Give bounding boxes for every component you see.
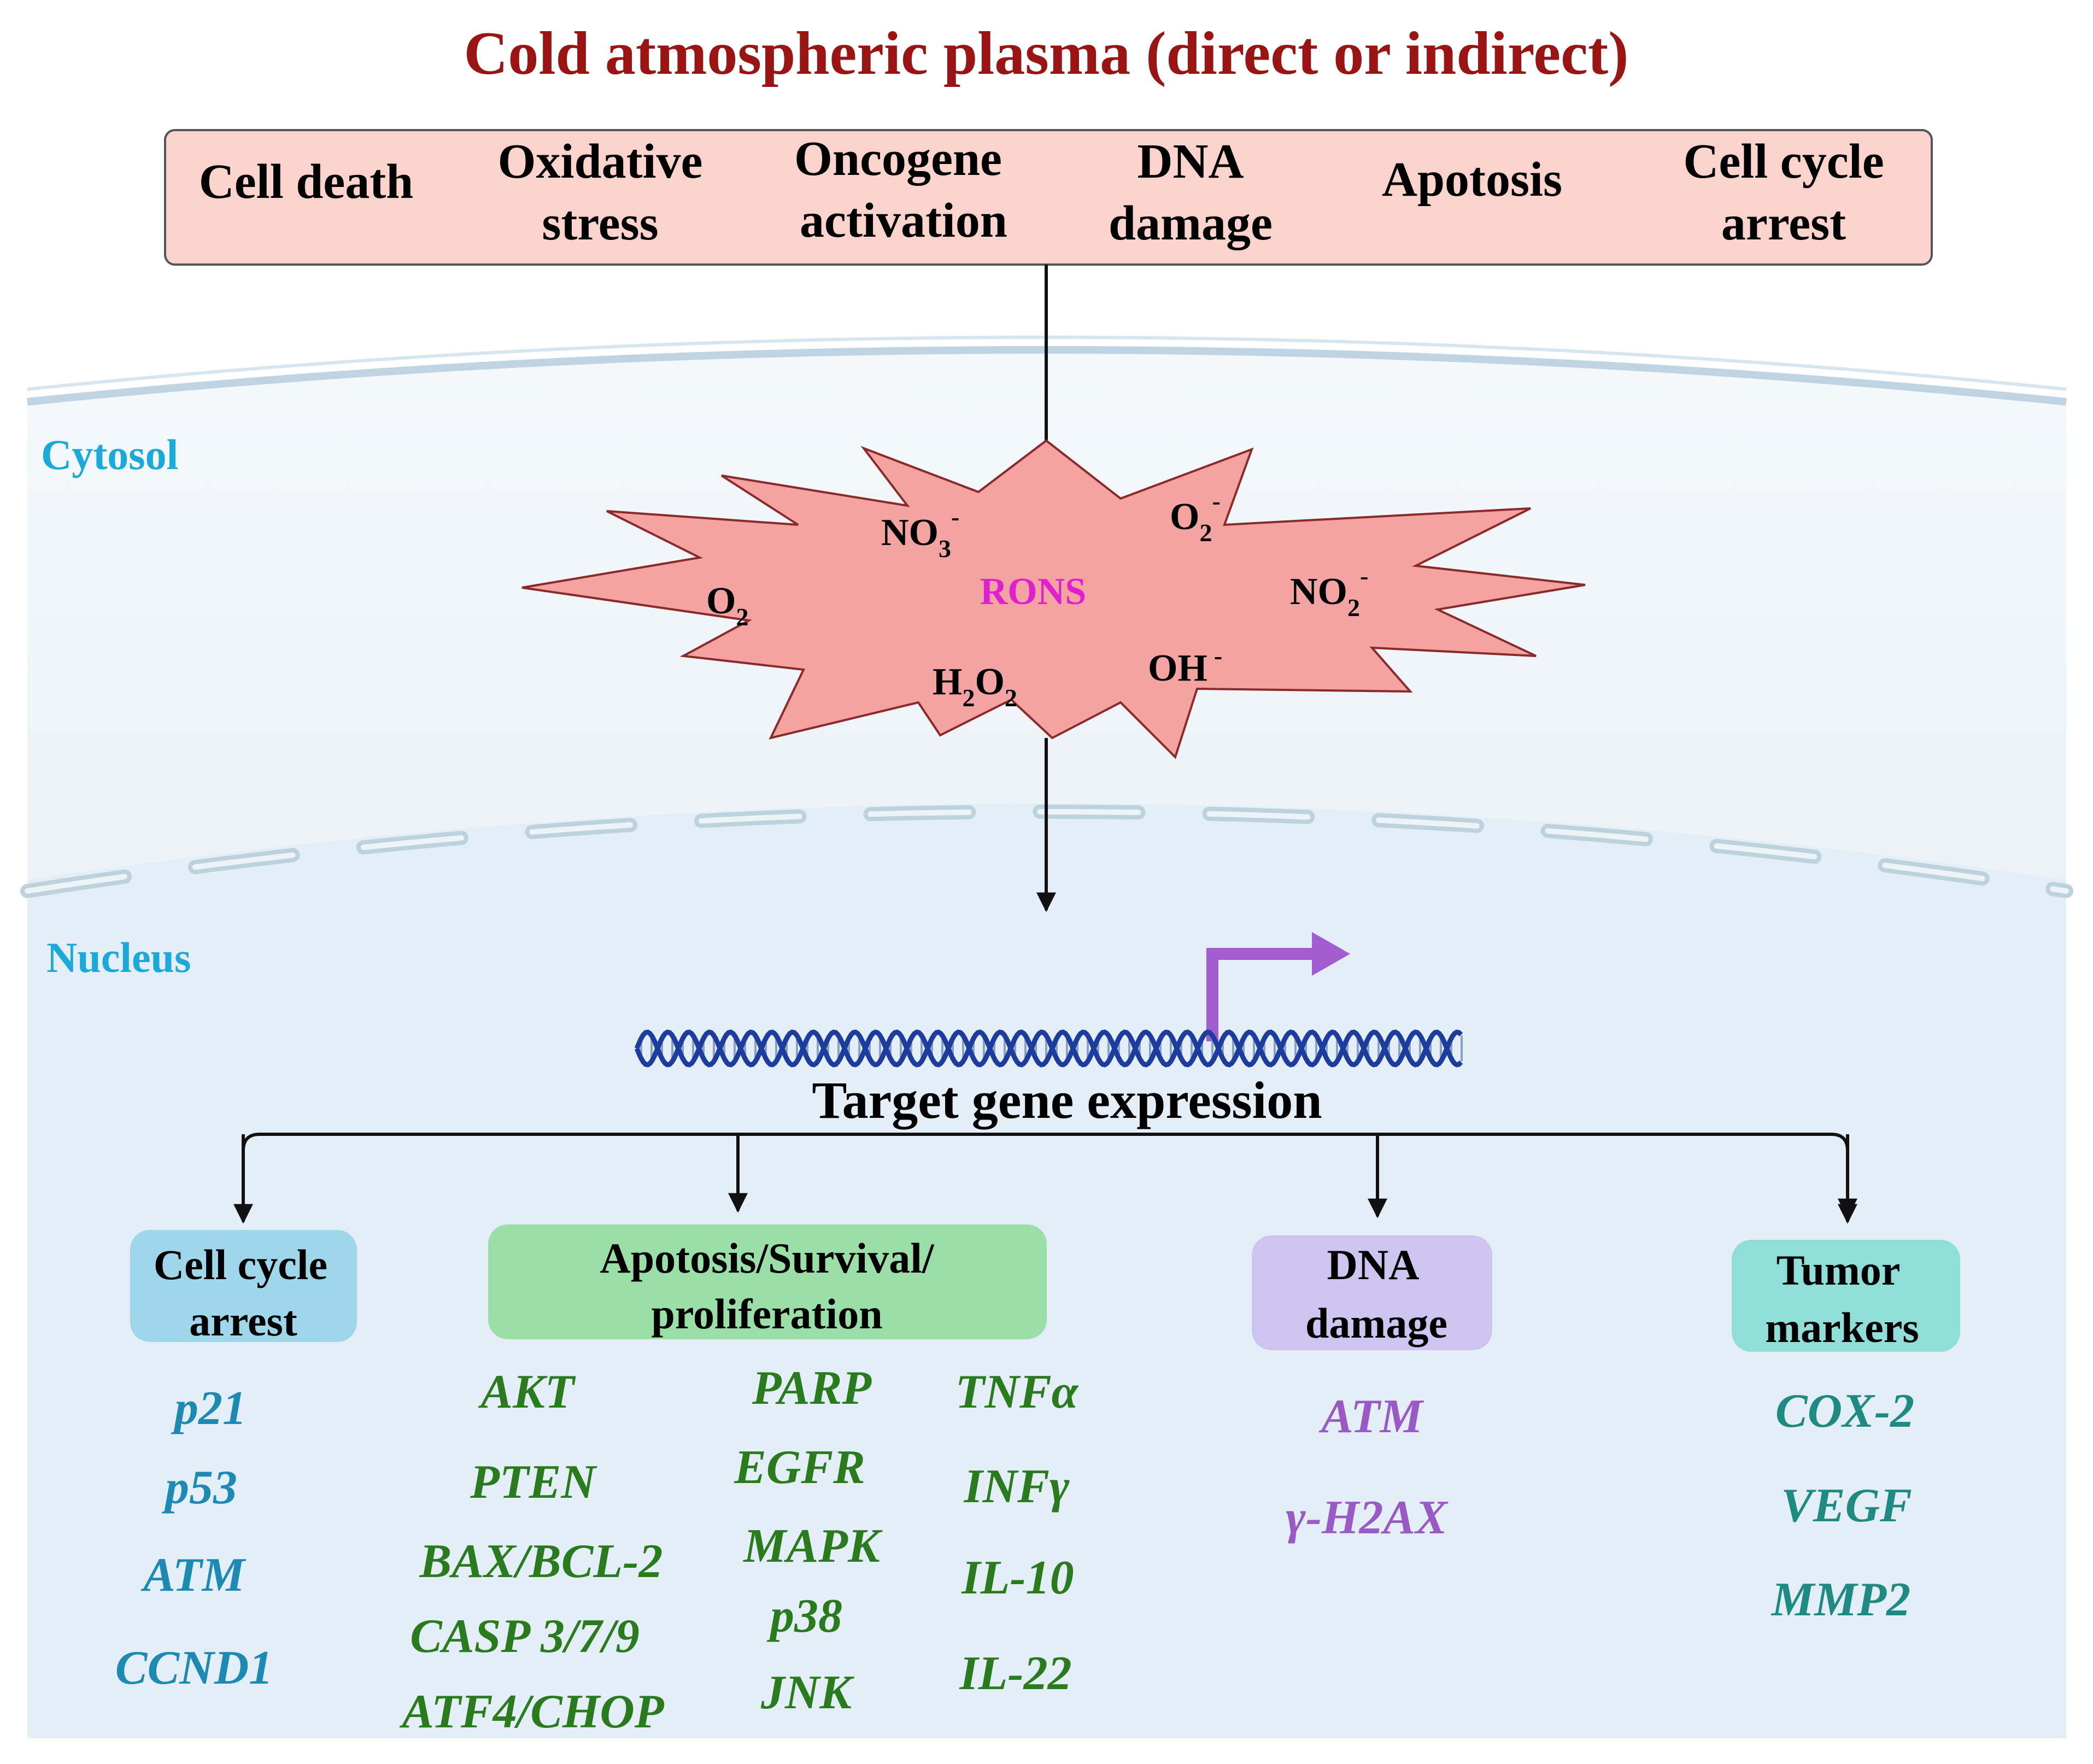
cell-cycle-box (130, 1230, 357, 1342)
gene-vegf: VEGF (1781, 1479, 1912, 1532)
tumor-markers-box (1732, 1240, 1960, 1352)
gene-pten: PTEN (470, 1456, 597, 1509)
dna-strand-1 (634, 1029, 1463, 1068)
species-oh-minus: OH- (1148, 642, 1222, 689)
effect-apotosis: Apotosis (1382, 153, 1562, 207)
gene-jnk: JNK (760, 1666, 855, 1719)
rons-label: RONS (980, 571, 1086, 613)
cell-cycle-title-2: arrest (189, 1297, 297, 1345)
gene-parp: PARP (752, 1362, 872, 1415)
effect-arrest: arrest (1721, 196, 1846, 250)
apoptosis-genes-col2: PARP EGFR MAPK p38 JNK (734, 1362, 883, 1719)
nucleus-label: Nucleus (46, 934, 191, 981)
effects-box (164, 129, 1933, 266)
tumor-marker-genes: COX-2 VEGF MMP2 (1770, 1385, 1914, 1626)
gene-mapk: MAPK (742, 1520, 883, 1573)
gene-cox2: COX-2 (1775, 1385, 1914, 1438)
target-gene-label: Target gene expression (812, 1071, 1322, 1129)
effect-cell-cycle: Cell cycle (1683, 134, 1884, 189)
gene-egfr: EGFR (734, 1441, 865, 1494)
effect-damage: damage (1109, 196, 1273, 250)
gene-casp: CASP 3/7/9 (410, 1610, 640, 1663)
gene-tnfa: TNFα (955, 1366, 1079, 1419)
species-h2o2: H2O2 (933, 661, 1017, 712)
gene-atm-dna: ATM (1318, 1390, 1424, 1443)
species-o2-minus: O2- (1170, 487, 1221, 547)
gene-il22: IL-22 (959, 1647, 1071, 1700)
effect-oncogene: Oncogene (794, 132, 1002, 186)
dna-damage-box (1252, 1235, 1492, 1350)
rons-species: NO3- O2- O2 NO2- H2O2 OH- RONS (706, 487, 1368, 712)
gene-bax-bcl2: BAX/BCL-2 (419, 1535, 663, 1588)
dna-helix-icon (634, 1029, 1463, 1068)
dna-damage-genes: ATM γ-H2AX (1286, 1390, 1449, 1544)
apoptosis-genes-col1: AKT PTEN BAX/BCL-2 CASP 3/7/9 ATF4/CHOP (399, 1366, 664, 1738)
effect-cell-death: Cell death (199, 155, 413, 209)
cell-cycle-title-1: Cell cycle (154, 1241, 327, 1288)
cytosol-label: Cytosol (41, 431, 178, 478)
gene-mmp2: MMP2 (1770, 1573, 1910, 1626)
effects-labels: Cell death Oxidative stress Oncogene act… (199, 132, 1884, 250)
gene-il10: IL-10 (961, 1551, 1074, 1604)
effect-oxidative: Oxidative (498, 134, 703, 189)
gene-ccnd1: CCND1 (115, 1642, 273, 1695)
gene-infg: INFγ (963, 1460, 1069, 1513)
apoptosis-genes-col3: TNFα INFγ IL-10 IL-22 (955, 1366, 1079, 1700)
effect-activation: activation (800, 194, 1007, 248)
effect-dna: DNA (1138, 134, 1244, 189)
gene-p53: p53 (161, 1461, 237, 1514)
dna-damage-title-1: DNA (1327, 1241, 1420, 1288)
tumor-title-2: markers (1765, 1304, 1919, 1351)
tumor-title-1: Tumor (1777, 1246, 1901, 1294)
apoptosis-box (488, 1224, 1047, 1339)
dna-damage-title-2: damage (1305, 1299, 1447, 1347)
dna-strand-2 (634, 1029, 1463, 1068)
gene-akt: AKT (478, 1366, 576, 1419)
rons-burst (521, 439, 1586, 759)
species-o2: O2 (706, 580, 748, 631)
cell-cycle-genes: p21 p53 ATM CCND1 (115, 1382, 273, 1695)
species-no3: NO3- (881, 503, 959, 562)
gene-atm: ATM (140, 1549, 247, 1602)
diagram-title: Cold atmospheric plasma (direct or indir… (464, 20, 1629, 87)
species-no2-minus: NO2- (1290, 562, 1368, 622)
transcription-arrow-icon (1206, 932, 1350, 1041)
gene-atf4-chop: ATF4/CHOP (399, 1685, 664, 1738)
gene-p38: p38 (766, 1590, 842, 1643)
gene-p21: p21 (171, 1382, 247, 1435)
effect-stress: stress (542, 196, 658, 250)
apoptosis-title-2: proliferation (651, 1290, 882, 1338)
branch-connectors (233, 1133, 1857, 1224)
gene-gamma-h2ax: γ-H2AX (1286, 1491, 1449, 1544)
apoptosis-title-1: Apotosis/Survival/ (600, 1234, 934, 1282)
